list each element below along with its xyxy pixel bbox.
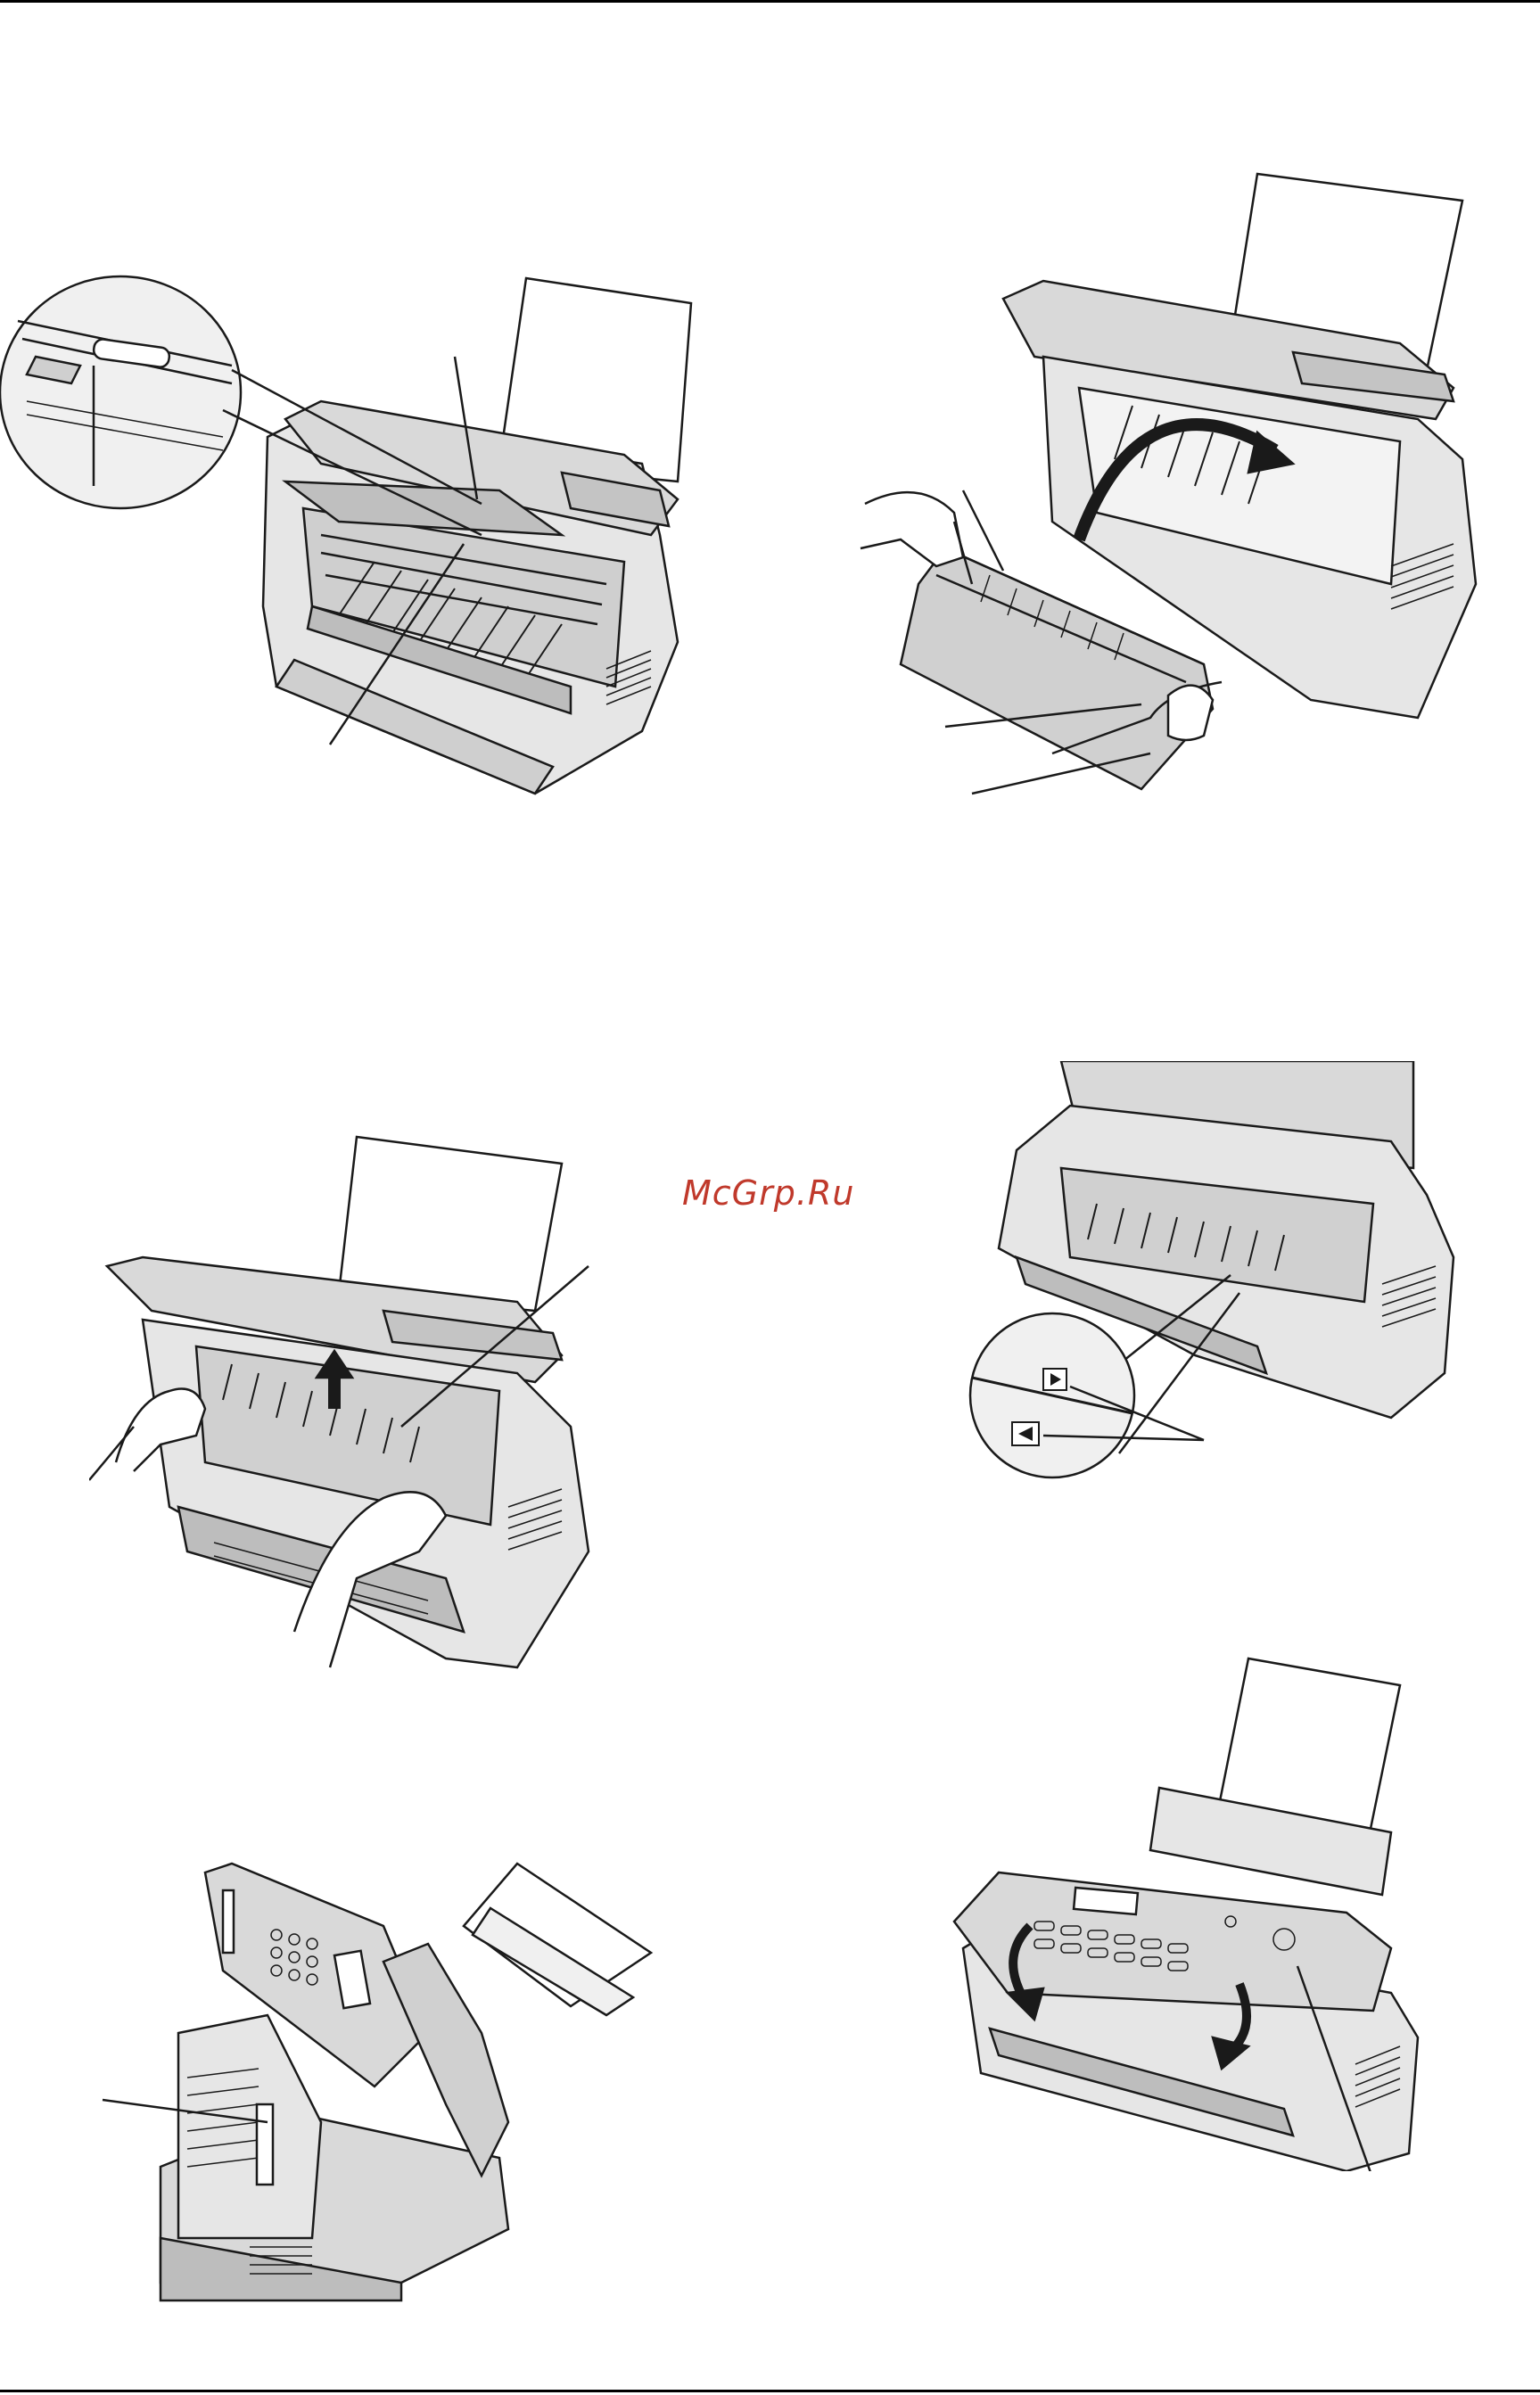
figure-triangle-marks bbox=[963, 1061, 1462, 1498]
figure-side-view bbox=[89, 1855, 669, 2318]
bottom-rule bbox=[0, 2390, 1540, 2392]
figure-drum-removal bbox=[847, 165, 1489, 807]
figure-lift-drum bbox=[89, 1132, 624, 1694]
watermark: McGrp.Ru bbox=[682, 1173, 854, 1213]
fax-drum-removal-illustration bbox=[847, 165, 1489, 807]
fax-roller-illustration bbox=[0, 267, 713, 820]
fax-close-cover-illustration bbox=[945, 1654, 1480, 2171]
fax-side-view-illustration bbox=[89, 1855, 669, 2318]
figure-close-cover bbox=[945, 1654, 1480, 2171]
top-rule bbox=[0, 0, 1540, 3]
fax-lift-drum-illustration bbox=[89, 1132, 624, 1694]
fax-triangle-marks-illustration bbox=[963, 1061, 1462, 1498]
figure-open-cover-roller bbox=[0, 267, 713, 820]
